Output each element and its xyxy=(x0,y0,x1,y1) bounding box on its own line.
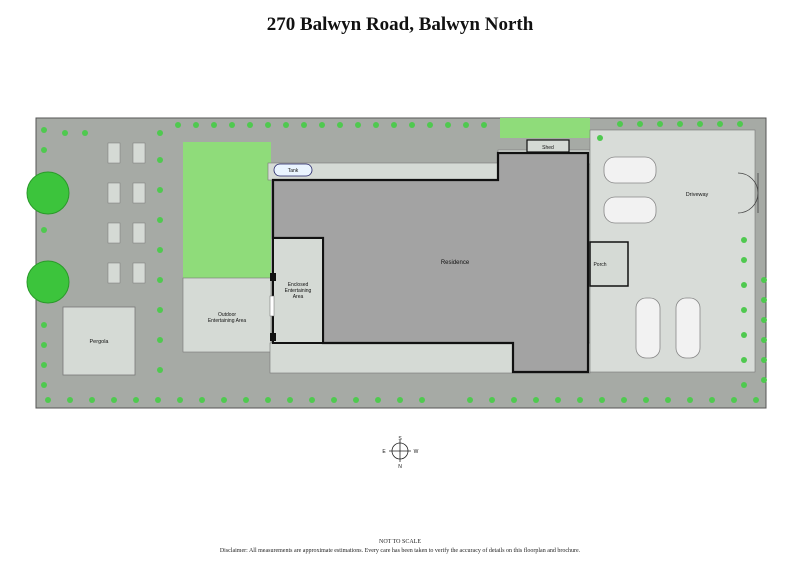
pergola-label: Pergola xyxy=(90,339,110,345)
driveway-shrubs xyxy=(597,135,767,388)
enclosed-label-3: Area xyxy=(293,294,304,300)
enclosed-label-1: Enclosed xyxy=(288,282,309,288)
garden-beds xyxy=(107,142,146,284)
outdoor-label-2: Entertaining Area xyxy=(208,318,247,324)
shed xyxy=(526,139,570,153)
residence-label: Residence xyxy=(441,260,470,266)
compass-east: E xyxy=(382,449,386,455)
compass: S N E W xyxy=(382,436,418,470)
disclaimer: Disclaimer: All measurements are approxi… xyxy=(219,548,581,554)
shed-label: Shed xyxy=(542,145,554,151)
door xyxy=(269,295,275,317)
parked-cars xyxy=(603,156,701,359)
porch xyxy=(589,241,629,287)
compass-north: N xyxy=(398,464,402,470)
enclosed-entertaining-area xyxy=(272,237,324,344)
front-gate xyxy=(737,172,759,214)
driveway-label: Driveway xyxy=(686,192,709,198)
tank-label: Tank xyxy=(288,168,299,174)
scale-note: NOT TO SCALE xyxy=(378,539,421,545)
column xyxy=(270,333,276,341)
outdoor-label-1: Outdoor xyxy=(218,312,236,318)
hedge-bottom xyxy=(45,397,759,403)
tank xyxy=(273,163,313,177)
tree xyxy=(26,260,70,304)
tree xyxy=(26,171,70,215)
compass-west: W xyxy=(414,449,419,455)
lawn-area xyxy=(183,142,271,278)
hedge-top xyxy=(175,121,743,128)
compass-south: S xyxy=(398,436,402,442)
enclosed-label-2: Entertaining xyxy=(285,288,312,294)
column xyxy=(270,273,276,281)
pergola xyxy=(62,306,136,376)
hedge-left xyxy=(41,127,163,388)
lawn-strip xyxy=(500,118,590,138)
porch-label: Porch xyxy=(593,262,606,268)
plan-title: 270 Balwyn Road, Balwyn North xyxy=(266,14,534,35)
